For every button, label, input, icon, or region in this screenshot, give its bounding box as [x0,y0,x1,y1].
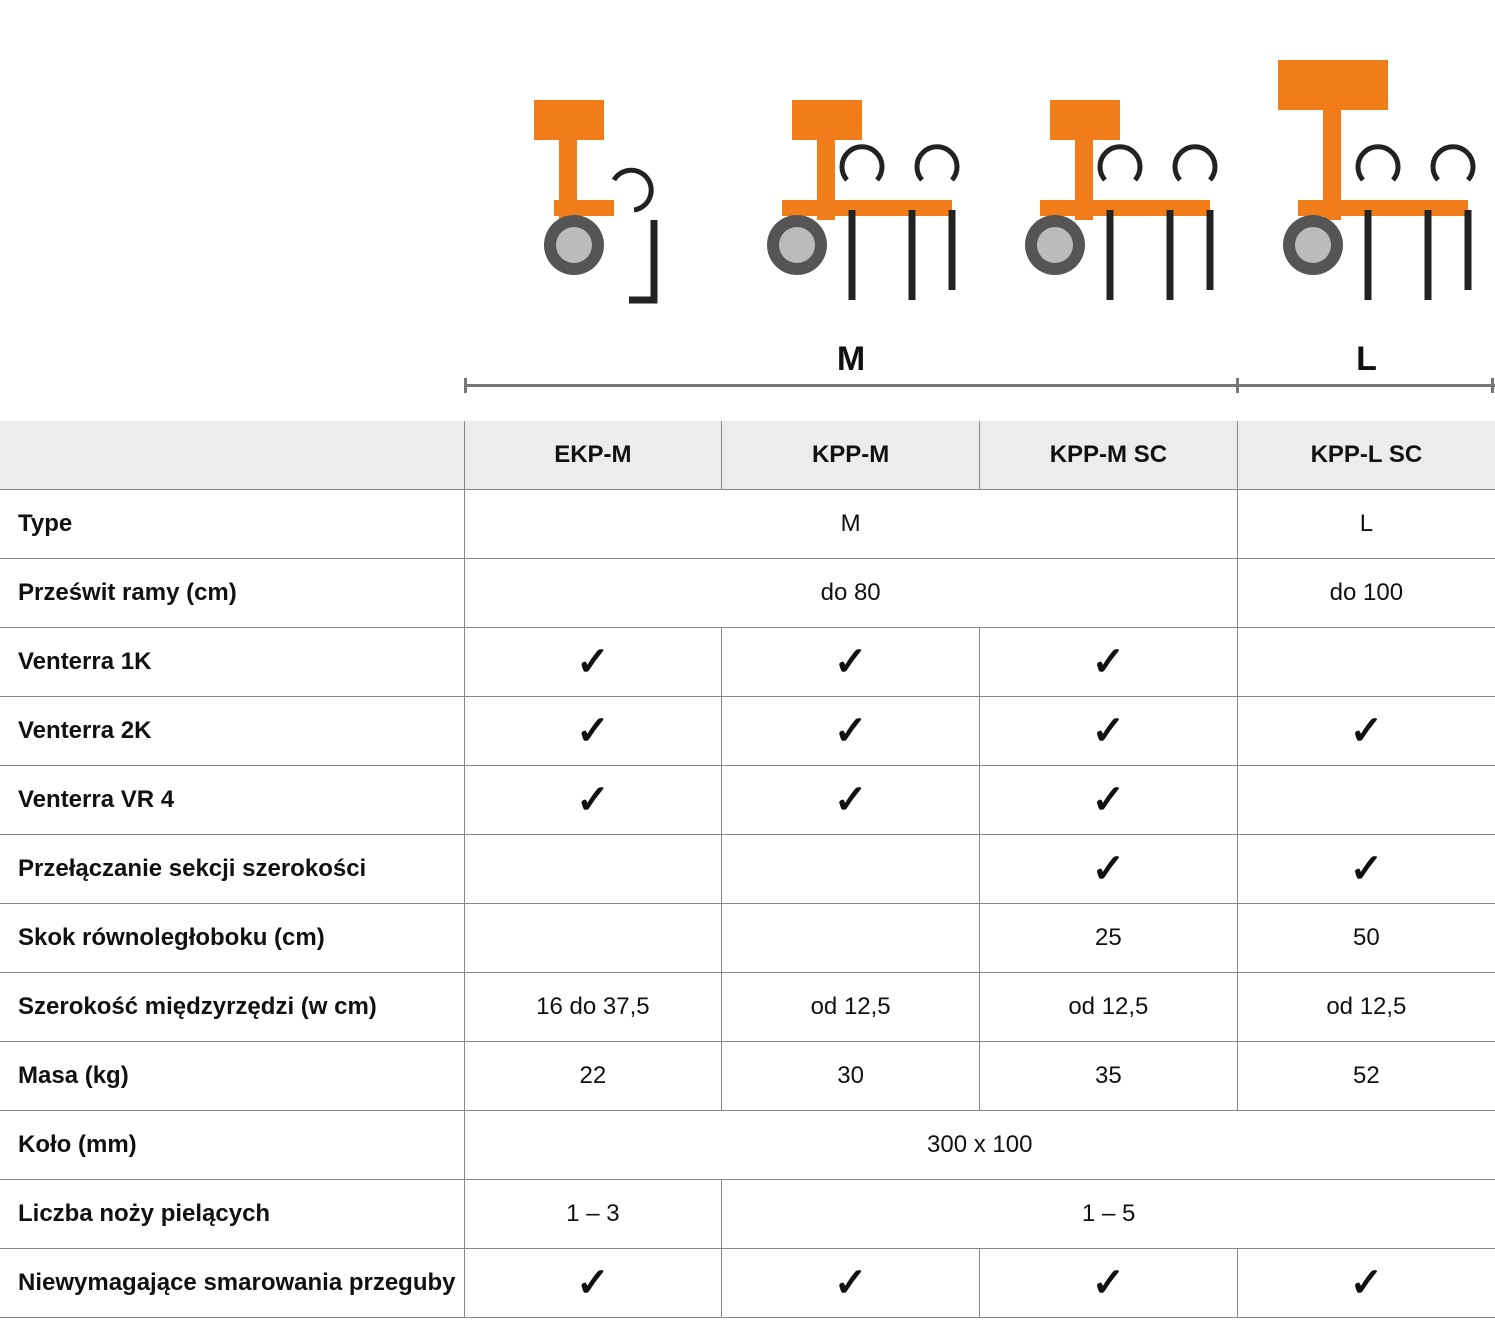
header-empty [0,421,464,490]
table-cell: do 100 [1236,558,1495,628]
check-icon: ✓ [979,834,1238,904]
check-icon: ✓ [979,765,1238,835]
table-row: Przełączanie sekcji szerokości ✓✓ [0,834,1495,904]
group-bracket-line [464,384,1495,387]
product-image-1 [464,10,722,320]
row-label: Type [0,489,464,559]
check-icon: ✓ [1236,1248,1495,1318]
row-label: Liczba noży pielących [0,1179,464,1249]
table-cell: 30 [721,1041,980,1111]
table-cell: do 80 [463,558,1238,628]
table-row: Niewymagające smarowania przeguby✓✓✓✓ [0,1248,1495,1318]
product-image-2 [722,10,980,320]
check-icon: ✓ [979,1248,1238,1318]
check-icon: ✓ [979,627,1238,697]
row-label: Venterra 2K [0,696,464,766]
check-icon: ✓ [721,1248,980,1318]
table-cell [1236,627,1495,697]
row-label: Szerokość międzyrzędzi (w cm) [0,972,464,1042]
table-cell: M [463,489,1238,559]
table-row: Venterra 2K✓✓✓✓ [0,696,1495,766]
table-cell: od 12,5 [1236,972,1495,1042]
table-cell: 50 [1236,903,1495,973]
row-label: Venterra 1K [0,627,464,697]
table-cell [721,903,980,973]
table-cell: od 12,5 [979,972,1238,1042]
table-cell [1236,765,1495,835]
row-label: Masa (kg) [0,1041,464,1111]
product-image-4 [1238,10,1495,320]
group-label-l: L [1356,340,1377,378]
table-cell: L [1236,489,1495,559]
row-label: Przełączanie sekcji szerokości [0,834,464,904]
bracket-tick [464,378,467,393]
table-row: Koło (mm)300 x 100 [0,1110,1495,1180]
check-icon: ✓ [463,627,722,697]
column-header: KPP-M SC [979,421,1238,490]
table-cell: 16 do 37,5 [463,972,722,1042]
check-icon: ✓ [1236,696,1495,766]
column-header: KPP-M [721,421,980,490]
row-label: Niewymagające smarowania przeguby [0,1248,464,1318]
table-cell: od 12,5 [721,972,980,1042]
row-label: Skok równoległoboku (cm) [0,903,464,973]
check-icon: ✓ [463,765,722,835]
table-cell: 1 – 3 [463,1179,722,1249]
check-icon: ✓ [721,765,980,835]
table-row: Venterra 1K✓✓✓ [0,627,1495,697]
table-cell [463,834,722,904]
table-cell: 35 [979,1041,1238,1111]
row-label: Koło (mm) [0,1110,464,1180]
column-header: KPP-L SC [1236,421,1495,490]
table-cell: 52 [1236,1041,1495,1111]
table-cell: 22 [463,1041,722,1111]
product-image-3 [980,10,1238,320]
check-icon: ✓ [1236,834,1495,904]
table-cell: 1 – 5 [721,1179,1495,1249]
column-header: EKP-M [463,421,722,490]
check-icon: ✓ [721,696,980,766]
bracket-tick [1491,378,1494,393]
bracket-tick [1236,378,1239,393]
row-label: Venterra VR 4 [0,765,464,835]
check-icon: ✓ [463,696,722,766]
check-icon: ✓ [979,696,1238,766]
table-cell [721,834,980,904]
check-icon: ✓ [721,627,980,697]
table-cell: 25 [979,903,1238,973]
check-icon: ✓ [463,1248,722,1318]
table-cell: 300 x 100 [463,1110,1495,1180]
group-label-m: M [836,340,866,378]
table-cell [463,903,722,973]
row-label: Prześwit ramy (cm) [0,558,464,628]
table-row: Venterra VR 4✓✓✓ [0,765,1495,835]
